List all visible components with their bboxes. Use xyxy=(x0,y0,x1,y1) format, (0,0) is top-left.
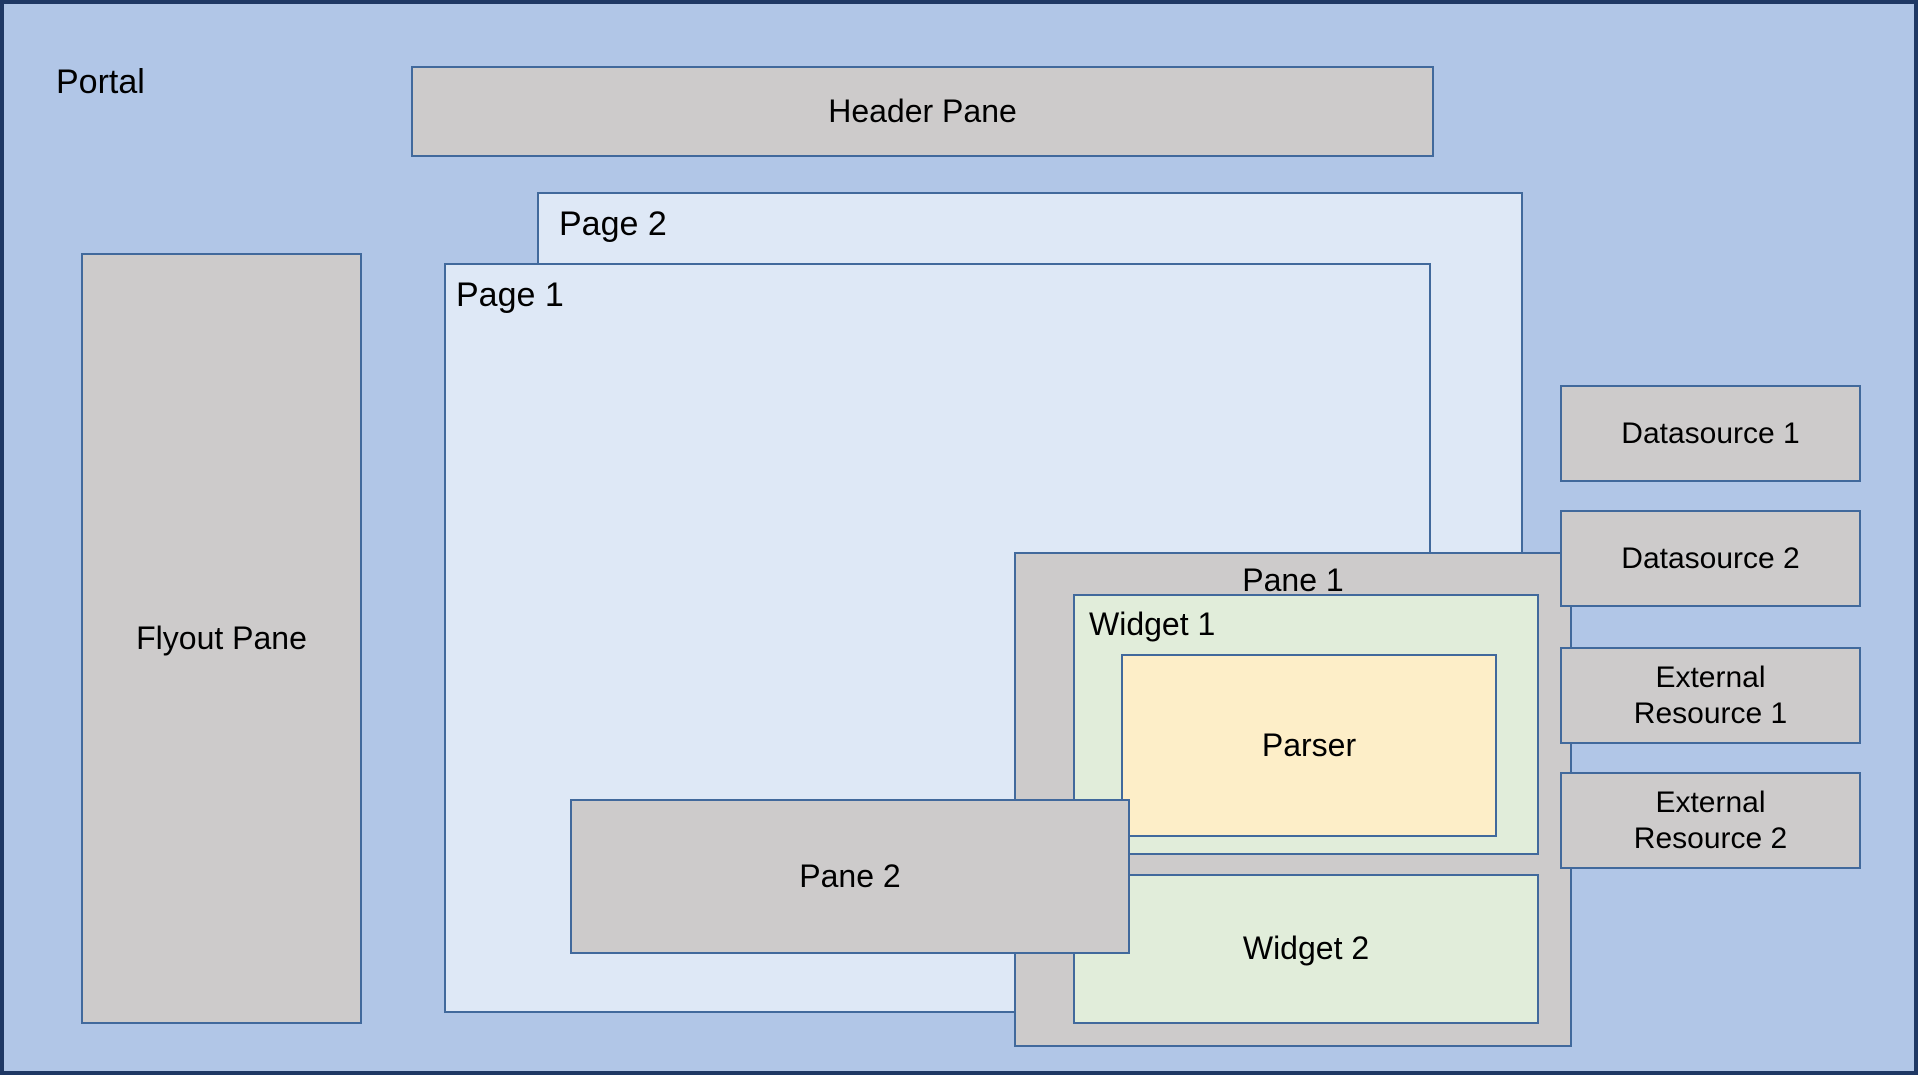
widget-1: Widget 1 Parser xyxy=(1073,594,1539,855)
page-1-label: Page 1 xyxy=(456,276,564,314)
external-resource-2-label: External Resource 2 xyxy=(1634,785,1787,857)
datasource-1-label: Datasource 1 xyxy=(1621,416,1800,450)
page-2-label: Page 2 xyxy=(559,205,667,243)
datasource-2-label: Datasource 2 xyxy=(1621,541,1800,575)
widget-2-label: Widget 2 xyxy=(1242,930,1370,967)
flyout-pane: Flyout Pane xyxy=(81,253,362,1024)
external-resource-1-line1: External xyxy=(1655,660,1766,694)
external-resource-2-line1: External xyxy=(1655,785,1766,819)
flyout-pane-label: Flyout Pane xyxy=(136,619,307,656)
datasource-2-box: Datasource 2 xyxy=(1560,510,1861,607)
widget-1-label: Widget 1 xyxy=(1089,606,1216,642)
pane-1-label: Pane 1 xyxy=(1242,562,1344,598)
portal-label: Portal xyxy=(56,63,145,101)
datasource-1-box: Datasource 1 xyxy=(1560,385,1861,482)
pane-2-label: Pane 2 xyxy=(799,857,901,894)
widget-2: Widget 2 xyxy=(1073,874,1539,1024)
external-resource-2-box: External Resource 2 xyxy=(1560,772,1861,869)
parser-box: Parser xyxy=(1121,654,1497,837)
pane-1: Pane 1 Widget 1 Parser Widget 2 xyxy=(1014,552,1572,1047)
header-pane-label: Header Pane xyxy=(828,92,1017,129)
page-1-container: Page 1 Pane 1 Widget 1 Parser Widget 2 xyxy=(444,263,1572,1047)
external-resource-1-box: External Resource 1 xyxy=(1560,647,1861,744)
external-resource-2-line2: Resource 2 xyxy=(1633,821,1788,855)
external-resource-1-line2: Resource 1 xyxy=(1633,696,1788,730)
parser-label: Parser xyxy=(1261,726,1357,763)
pane-2: Pane 2 xyxy=(570,799,1130,954)
external-resource-1-label: External Resource 1 xyxy=(1634,660,1787,732)
header-pane: Header Pane xyxy=(411,66,1434,157)
